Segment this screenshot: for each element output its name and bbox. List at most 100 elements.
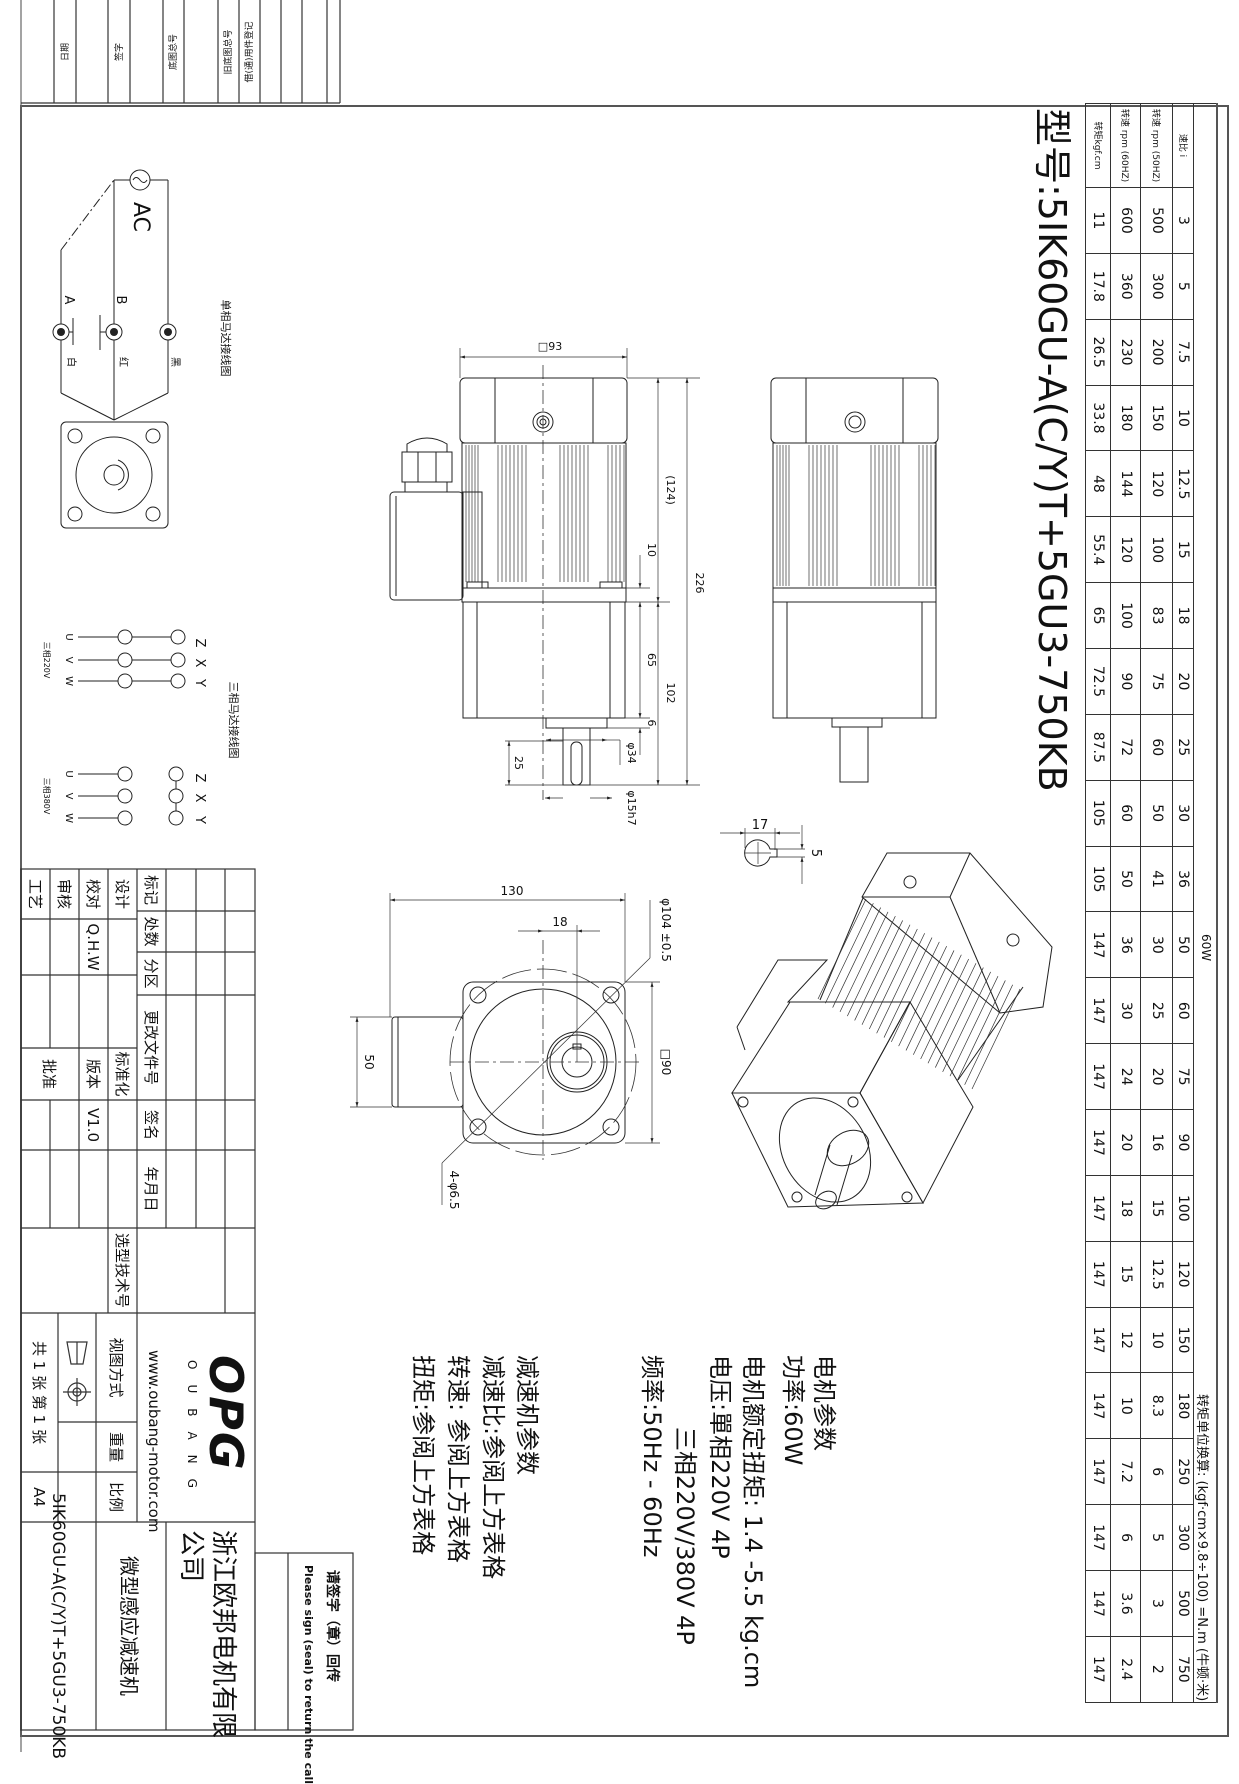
table-cell: 26.5 <box>1086 319 1111 386</box>
table-cell: 147 <box>1086 1570 1111 1637</box>
table-cell: 100 <box>1111 582 1141 649</box>
tb-sheets: 共 1 张 第 1 张 <box>30 1341 48 1444</box>
tb-design: 设计 <box>113 878 131 909</box>
table-cell: 10 <box>1141 1307 1173 1373</box>
table-cell: 75 <box>1141 648 1173 715</box>
table-cell: 150 <box>1141 385 1173 451</box>
margin-label-borrow: 借(通)用件登记 <box>245 21 255 83</box>
table-cell: 75 <box>1173 1043 1194 1110</box>
table-cell: 55.4 <box>1086 516 1111 583</box>
company-name-line1: 浙江欧邦电机有限 <box>208 1530 238 1739</box>
table-cell: 147 <box>1086 1109 1111 1176</box>
table-cell: 100 <box>1141 516 1173 583</box>
table-cell: 120 <box>1141 450 1173 517</box>
table-cell: 150 <box>1173 1307 1194 1373</box>
table-cell: 105 <box>1086 846 1111 912</box>
table-cell: 600 <box>1111 187 1141 254</box>
table-cell: 147 <box>1086 1043 1111 1110</box>
table-cell: 30 <box>1111 977 1141 1044</box>
margin-label-base-no: 底图总号 <box>169 34 179 71</box>
model-title: 型号:5IK60GU-A(C/Y)T+5GU3-750KB <box>1030 108 1074 792</box>
row-label: 转速 rpm (60HZ) <box>1111 103 1141 188</box>
table-cell: 147 <box>1086 911 1111 978</box>
margin-label-date: 日期 <box>61 43 71 62</box>
table-cell: 3 <box>1141 1570 1173 1637</box>
table-cell: 147 <box>1086 1241 1111 1308</box>
table-cell: 15 <box>1111 1241 1141 1308</box>
table-cell: 12 <box>1111 1307 1141 1373</box>
gearbox-params-heading: 减速机参数 <box>513 1355 541 1475</box>
motor-rated-torque: 电机额定扭矩: 1.4 -5.5 kg.cm <box>739 1355 767 1689</box>
table-cell: 25 <box>1141 977 1173 1044</box>
company-logo-sub: OUBANG <box>185 1360 199 1503</box>
motor-voltage: 电压:單相220V 4P <box>706 1355 734 1559</box>
table-cell: 15 <box>1141 1175 1173 1242</box>
table-cell: 300 <box>1173 1504 1194 1571</box>
table-cell: 147 <box>1086 977 1111 1044</box>
company-website: www.oubang-motor.com <box>145 1350 163 1533</box>
tb-version: V1.0 <box>84 1107 103 1143</box>
table-cell: 36 <box>1111 911 1141 978</box>
table-cell: 24 <box>1111 1043 1141 1110</box>
company-name: 浙江欧邦电机有限 公司 <box>175 1530 239 1738</box>
table-cell: 50 <box>1173 911 1194 978</box>
table-cell: 20 <box>1111 1109 1141 1176</box>
table-cell: 15 <box>1173 516 1194 583</box>
tb-process: 工艺 <box>26 878 44 909</box>
tb-change-doc: 更改文件号 <box>142 1009 160 1085</box>
table-cell: 11 <box>1086 187 1111 254</box>
table-cell: 83 <box>1141 582 1173 649</box>
tb-version-label: 版本 <box>84 1058 102 1089</box>
table-cell: 60 <box>1141 714 1173 781</box>
table-cell: 90 <box>1111 648 1141 715</box>
table-cell: 2.4 <box>1111 1636 1141 1703</box>
table-cell: 144 <box>1111 450 1141 517</box>
table-cell: 105 <box>1086 780 1111 847</box>
sign-box-en: Please sign (seal) to return the call <box>302 1565 315 1784</box>
table-cell: 18 <box>1111 1175 1141 1242</box>
table-cell: 87.5 <box>1086 714 1111 781</box>
table-cell: 60 <box>1111 780 1141 847</box>
tb-model: 5IK60GU-A(C/Y)T+5GU3-750KB <box>48 1492 69 1760</box>
table-cell: 147 <box>1086 1372 1111 1439</box>
table-cell: 3 <box>1173 187 1194 254</box>
table-cell: 2 <box>1141 1636 1173 1703</box>
table-cell: 20 <box>1173 648 1194 715</box>
tb-date: 年月日 <box>142 1166 160 1212</box>
table-cell: 250 <box>1173 1438 1194 1505</box>
motor-power: 功率:60W <box>779 1355 807 1466</box>
table-cell: 16 <box>1141 1109 1173 1176</box>
margin-label-sign: 签字 <box>115 43 125 62</box>
margin-label-old-base-no: 旧底图总号 <box>224 29 234 75</box>
row-label: 速比 i <box>1173 103 1194 188</box>
table-cell: 6 <box>1141 1438 1173 1505</box>
table-cell: 360 <box>1111 253 1141 320</box>
table-cell: 3.6 <box>1111 1570 1141 1637</box>
tb-product: 微型感应减速机 <box>117 1556 142 1696</box>
company-name-line2: 公司 <box>176 1530 206 1583</box>
table-cell: 5 <box>1141 1504 1173 1571</box>
gearbox-torque: 扭矩:参阅上方表格 <box>409 1355 437 1556</box>
table-cell: 120 <box>1173 1241 1194 1308</box>
table-cell: 500 <box>1141 187 1173 254</box>
table-cell: 30 <box>1141 911 1173 978</box>
table-cell: 230 <box>1111 319 1141 386</box>
table-cell: 8.3 <box>1141 1372 1173 1439</box>
table-cell: 20 <box>1141 1043 1173 1110</box>
tb-standardize: 标准化 <box>113 1051 131 1097</box>
table-cell: 12.5 <box>1141 1241 1173 1308</box>
table-cell: 17.8 <box>1086 253 1111 320</box>
table-cell: 10 <box>1111 1372 1141 1439</box>
torque-unit-note: 转矩单位换算: (kgf·cm×9.8÷100) =N.m (牛顿·米) <box>1194 1394 1209 1702</box>
tb-checker: Q.H.W <box>84 923 103 971</box>
table-cell: 6 <box>1111 1504 1141 1571</box>
tb-review: 审核 <box>55 878 73 909</box>
table-cell: 180 <box>1173 1372 1194 1439</box>
